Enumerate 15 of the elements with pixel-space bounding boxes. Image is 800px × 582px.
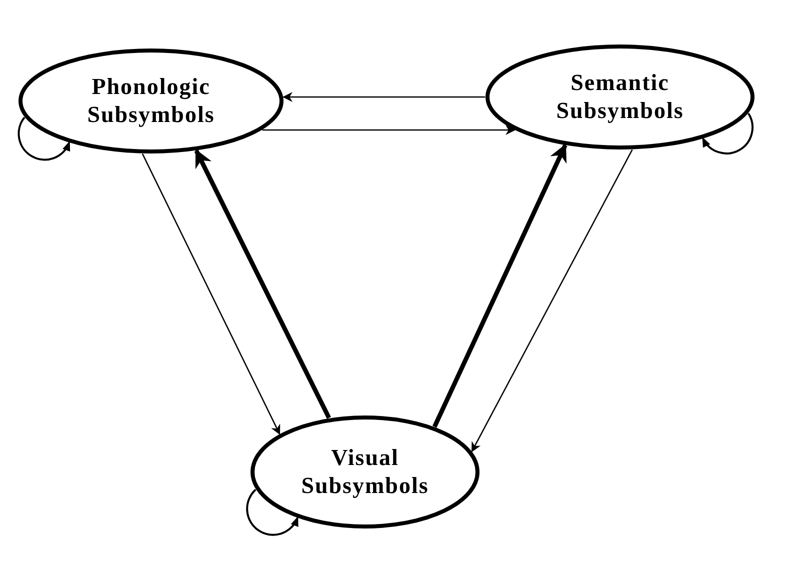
arrow [262,125,516,135]
arrow [142,154,280,435]
arrow [282,92,486,102]
arrow [432,144,568,428]
self-loop-arrow [246,488,298,536]
node-label: Semantic Subsymbols [555,69,685,125]
node-label: Visual Subsymbols [300,444,430,500]
ellipse-node [18,48,284,154]
arrow [194,149,331,419]
self-loop-arrow [702,112,754,154]
self-loop-arrow [18,116,70,161]
ellipse-node [250,415,480,529]
arrow [471,149,633,452]
node-label: Phonologic Subsymbols [86,73,216,129]
ellipse-node [485,44,755,150]
